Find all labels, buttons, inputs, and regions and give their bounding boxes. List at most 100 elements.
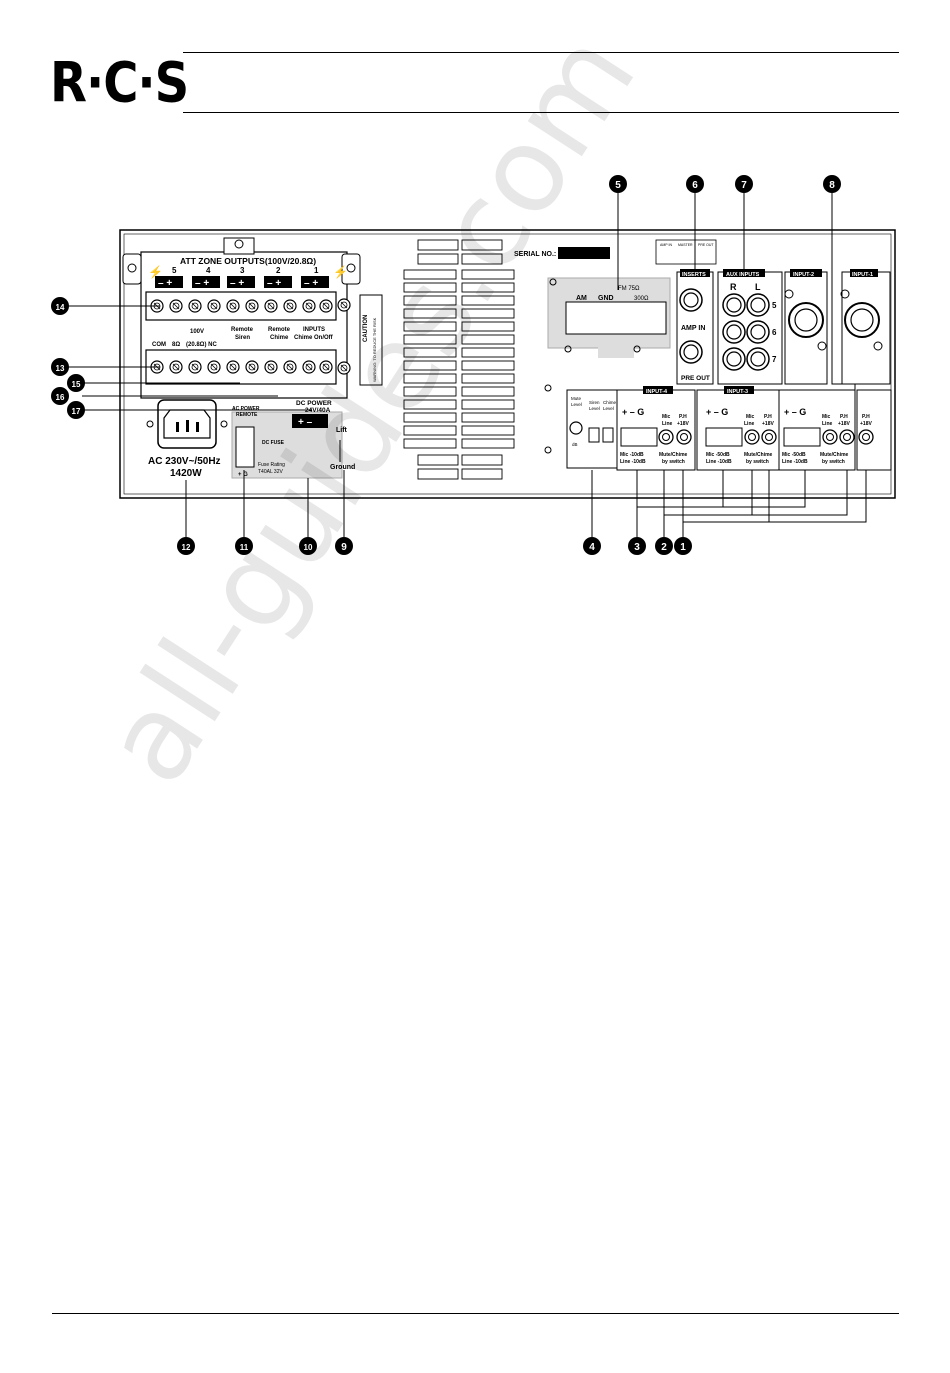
callout-1: 1 (674, 537, 692, 555)
callout-leaders (68, 193, 867, 537)
callout-2: 2 (655, 537, 673, 555)
svg-text:9: 9 (341, 542, 347, 553)
svg-text:Remote: Remote (268, 327, 291, 333)
svg-text:Level: Level (603, 406, 614, 411)
antenna-terminals (565, 301, 667, 335)
svg-text:1: 1 (680, 542, 686, 553)
svg-text:DC POWER: DC POWER (296, 400, 332, 407)
svg-text:15: 15 (72, 380, 81, 389)
svg-text:8: 8 (829, 180, 835, 191)
lightning-icon: ⚡ (148, 265, 163, 279)
svg-text:REMOTE: REMOTE (236, 412, 258, 418)
svg-text:WARNING: TO REDUCE THE RISK: WARNING: TO REDUCE THE RISK (372, 317, 377, 382)
callout-7: 7 (735, 175, 753, 193)
svg-text:Line -10dB: Line -10dB (620, 459, 646, 465)
serial-label: SERIAL NO.: (514, 251, 556, 258)
svg-text:PRE OUT: PRE OUT (681, 375, 710, 382)
svg-text:Line: Line (744, 421, 754, 427)
svg-text:FM 75Ω: FM 75Ω (618, 286, 640, 292)
svg-text:P.H: P.H (840, 414, 848, 420)
ventilation-slots (403, 239, 515, 480)
svg-text:by switch: by switch (822, 459, 845, 465)
svg-text:Mute/Chime: Mute/Chime (744, 452, 773, 458)
svg-text:7: 7 (772, 355, 777, 364)
signal-path-diagram (655, 239, 717, 265)
svg-text:+ – G: + – G (622, 407, 644, 417)
svg-text:10: 10 (304, 543, 313, 552)
callout-12: 12 (177, 537, 195, 555)
input-module: + – G Mic Line P.H +18V Mic -50dB Line -… (778, 389, 856, 471)
svg-text:Level: Level (571, 402, 582, 407)
svg-text:+ –: + – (298, 417, 313, 428)
svg-text:Chime: Chime (603, 400, 617, 405)
header-rule-top (183, 52, 899, 53)
mute-level-knob (569, 421, 583, 435)
svg-text:+ – G: + – G (784, 407, 806, 417)
lift-label: Lift (336, 427, 348, 434)
svg-text:Mute/Chime: Mute/Chime (820, 452, 849, 458)
amp-in-jack (679, 288, 703, 312)
svg-text:INPUT-1: INPUT-1 (852, 272, 873, 278)
svg-text:7: 7 (741, 180, 747, 191)
svg-text:24V/40A: 24V/40A (305, 407, 331, 414)
svg-text:P.H: P.H (764, 414, 772, 420)
ground-label: Ground (330, 464, 355, 471)
svg-text:Mic -50dB: Mic -50dB (782, 452, 806, 458)
svg-text:– +: – + (195, 278, 209, 289)
svg-text:INPUT-4: INPUT-4 (646, 389, 668, 395)
callout-8: 8 (823, 175, 841, 193)
svg-text:AMP IN: AMP IN (660, 243, 672, 247)
svg-text:(20.8Ω) NC: (20.8Ω) NC (186, 342, 217, 348)
svg-text:– +: – + (304, 278, 318, 289)
svg-text:P.H: P.H (862, 414, 870, 420)
callout-9: 9 (335, 537, 353, 555)
svg-text:4: 4 (589, 542, 595, 553)
svg-text:Line -10dB: Line -10dB (782, 459, 808, 465)
svg-text:by switch: by switch (662, 459, 685, 465)
callout-11: 11 (235, 537, 253, 555)
dc-power-terminal (292, 414, 328, 428)
svg-text:5: 5 (615, 180, 621, 191)
rcs-logo: R·C·S (50, 50, 189, 116)
svg-text:Fuse Rating: Fuse Rating (258, 462, 285, 468)
callout-14: 14 (51, 297, 69, 315)
zone-outputs-label: ATT ZONE OUTPUTS(100V/20.8Ω) (180, 256, 316, 266)
svg-text:13: 13 (56, 364, 65, 373)
svg-text:T40AL 32V: T40AL 32V (258, 469, 283, 475)
svg-text:by switch: by switch (746, 459, 769, 465)
callout-5: 5 (609, 175, 627, 193)
svg-text:AM: AM (576, 295, 587, 302)
svg-text:100V: 100V (190, 329, 204, 335)
callout-15: 15 (67, 374, 85, 392)
svg-text:3: 3 (634, 542, 640, 553)
input-module: INPUT-3 + – G Mic Line P.H +18V Mic -50d… (696, 386, 780, 471)
svg-text:+ G: + G (238, 472, 248, 478)
svg-text:INSERTS: INSERTS (682, 272, 706, 278)
svg-text:P.H: P.H (679, 414, 687, 420)
svg-text:Line: Line (662, 421, 672, 427)
svg-text:17: 17 (72, 407, 81, 416)
ac-watts: 1420W (170, 468, 202, 479)
xlr-connector (788, 302, 824, 338)
zone-numbers: 5 4 3 2 1 (172, 266, 319, 275)
svg-text:Chime: Chime (270, 335, 289, 341)
svg-text:+18V: +18V (677, 421, 689, 427)
svg-text:L: L (755, 282, 761, 292)
svg-text:DC FUSE: DC FUSE (262, 440, 285, 446)
svg-text:5: 5 (772, 301, 777, 310)
svg-text:Chime On/Off: Chime On/Off (294, 335, 334, 341)
xlr-connector (844, 302, 880, 338)
lower-terminal-labels: 100V Remote Siren Remote Chime INPUTS Ch… (152, 327, 334, 348)
callout-16: 16 (51, 387, 69, 405)
serial-plate (558, 247, 610, 259)
svg-text:Mute: Mute (571, 396, 582, 401)
svg-text:– +: – + (158, 278, 172, 289)
svg-text:Mic -10dB: Mic -10dB (620, 452, 644, 458)
svg-text:+18V: +18V (860, 421, 872, 427)
svg-text:AC POWER: AC POWER (232, 406, 260, 412)
svg-text:12: 12 (182, 543, 191, 552)
svg-text:R: R (730, 282, 737, 292)
zone-number: 1 (314, 266, 319, 275)
svg-text:Siren: Siren (589, 400, 600, 405)
zone-polarity-blocks: – + – + – + – + – + (155, 276, 329, 289)
